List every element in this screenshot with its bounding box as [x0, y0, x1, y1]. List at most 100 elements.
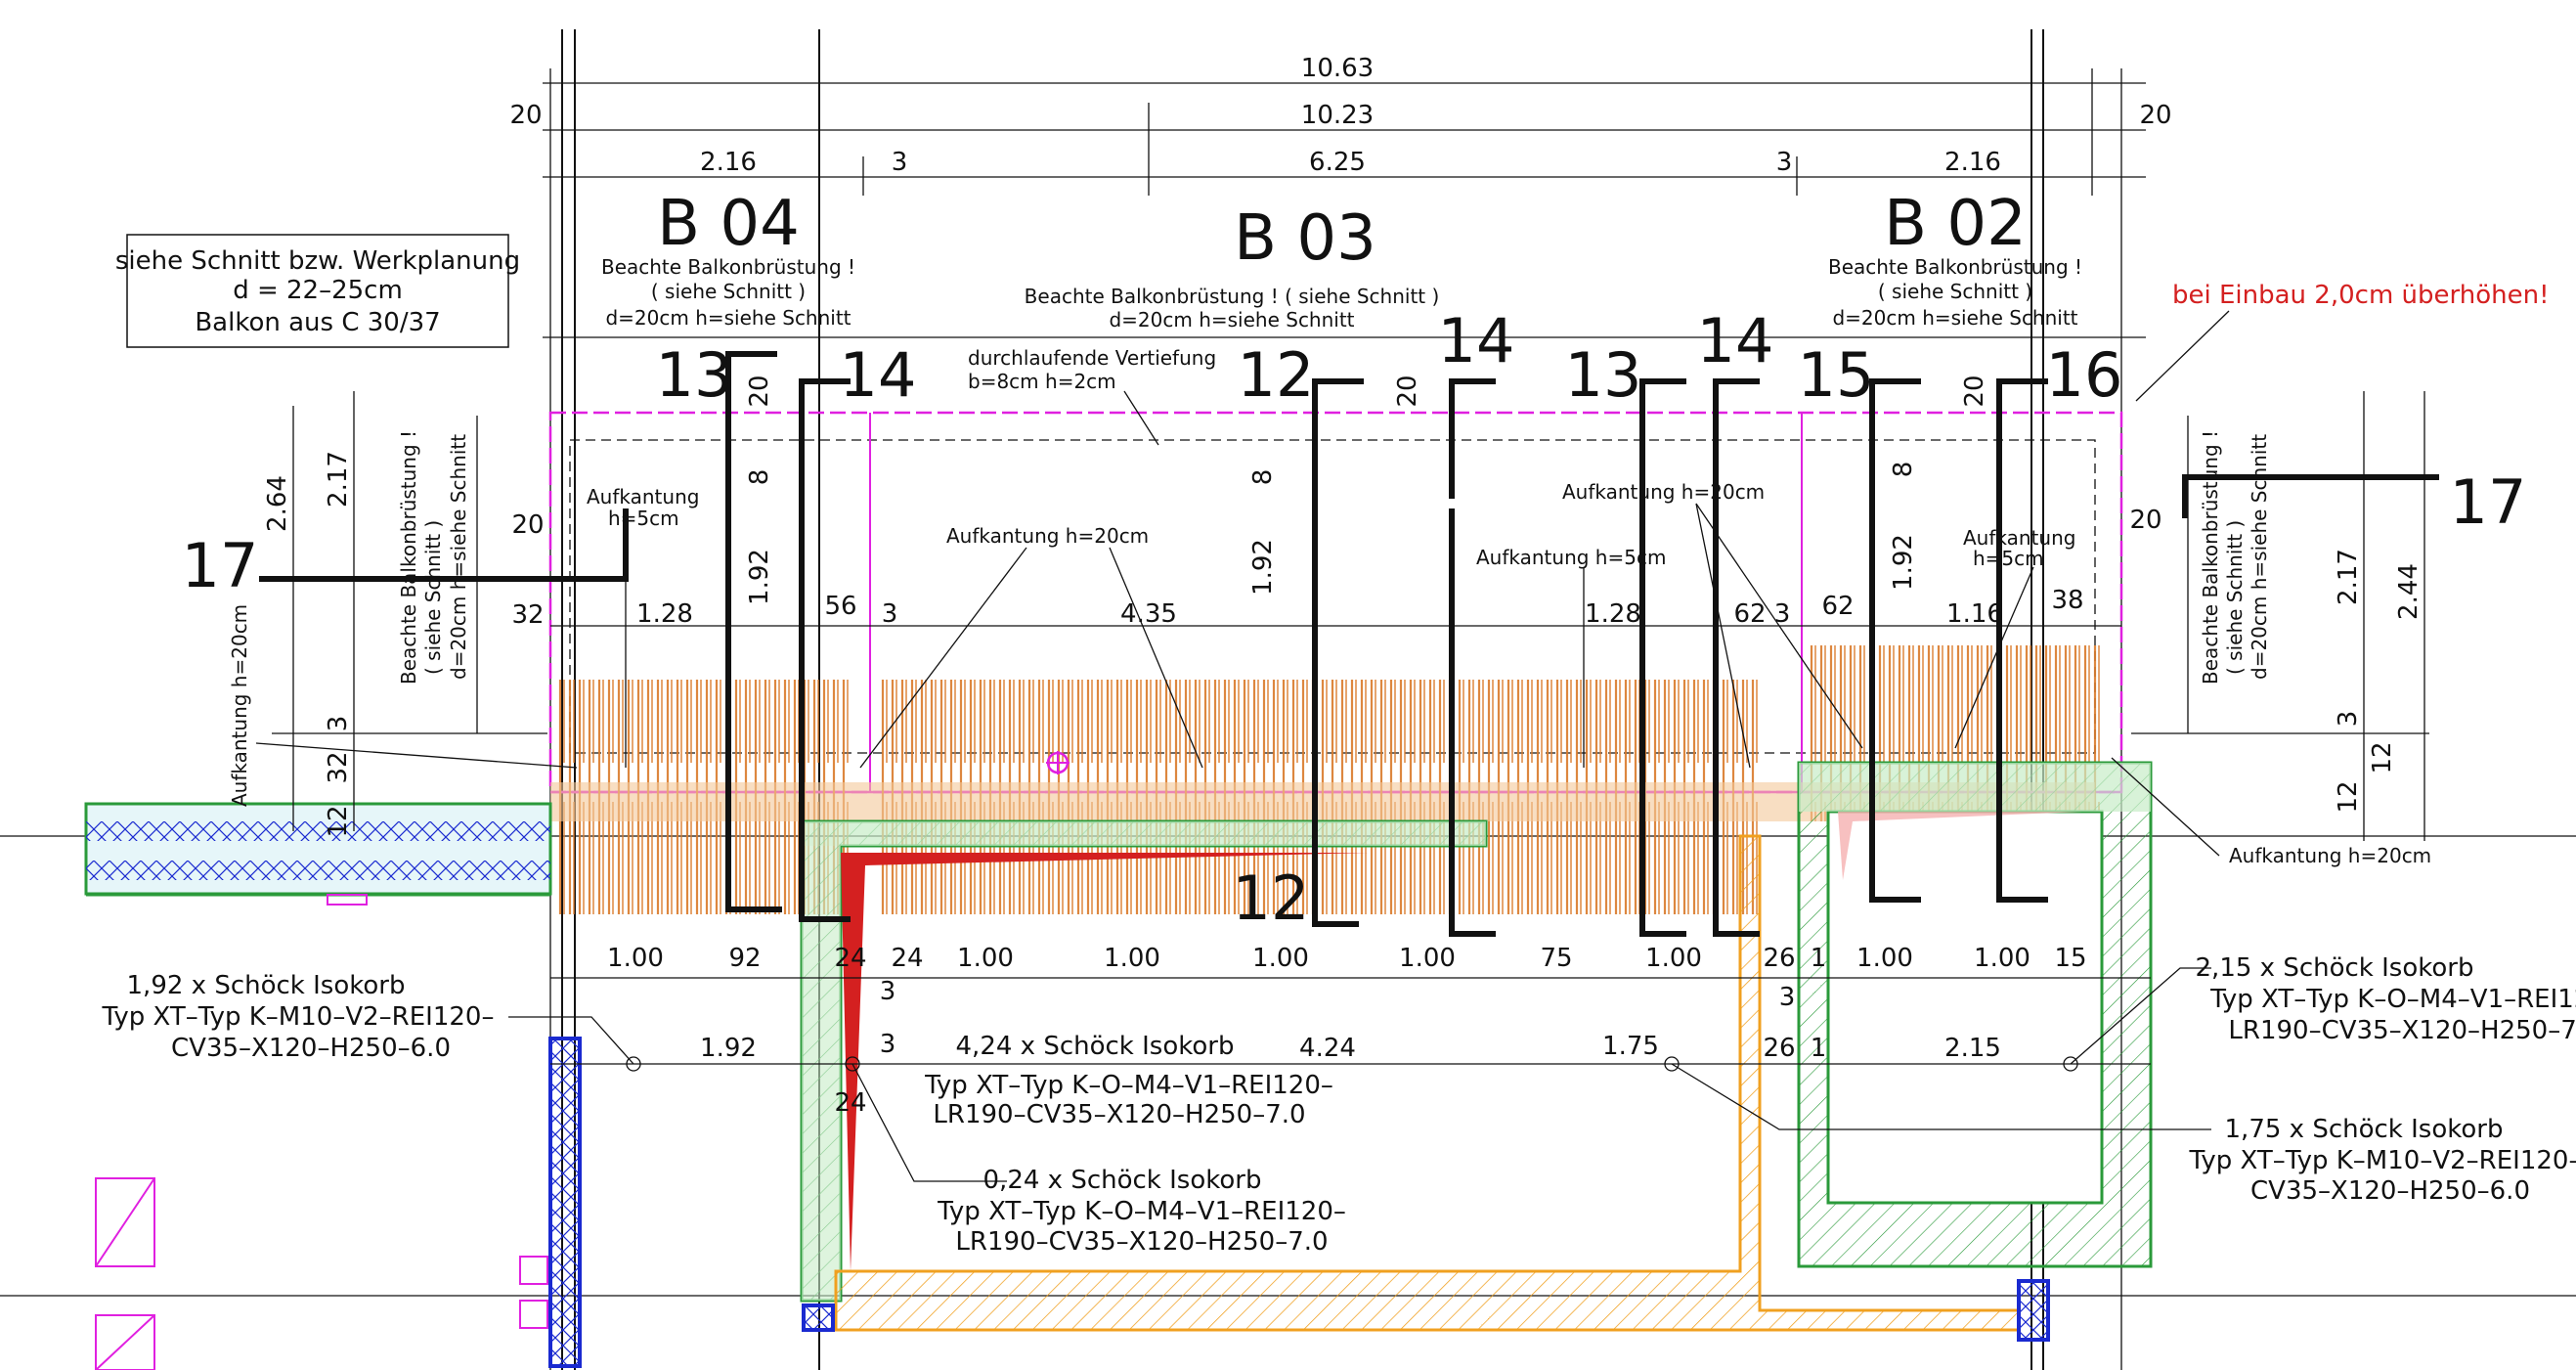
warning-leader [2135, 310, 2230, 402]
row1-dim: 26 [1763, 944, 1795, 973]
b04-note-3: d=20cm h=siehe Schnitt [605, 306, 851, 330]
b03-note-3: d=20cm h=siehe Schnitt [1109, 308, 1354, 331]
section-16: 16 [2046, 339, 2123, 411]
dim-seg-b04: 2.16 [700, 148, 757, 177]
upstand-label-right: Aufkantung h=20cm [1562, 480, 1765, 504]
balcony-title-b02: B 02 [1884, 188, 2027, 260]
vertical-dim-lines [272, 391, 2429, 841]
dim-left-217: 2.17 [324, 451, 353, 508]
dim-row2-175: 1.75 [1602, 1032, 1659, 1061]
dim-right-244: 2.44 [2394, 563, 2423, 620]
parapet-right-line-2: ( siehe Schnitt ) [2223, 520, 2247, 675]
info-box [126, 234, 509, 348]
recess-leader [1123, 390, 1159, 446]
dim-inner-62a: 62 [1733, 599, 1766, 629]
dim-left-32a: 32 [511, 600, 544, 630]
section-12-bottom: 12 [1233, 862, 1310, 934]
dim-edge-left: 20 [509, 101, 542, 130]
upstand-label-1a: Aufkantung [587, 485, 699, 508]
section-14-left: 14 [840, 339, 917, 411]
dim-right-12a: 12 [2368, 741, 2397, 773]
isokorb-e-line-2: Typ XT–Typ K–M10–V2–REI120– [2189, 1146, 2576, 1175]
b04-note-1: Beachte Balkonbrüstung ! [601, 255, 855, 279]
slab-walls [800, 761, 2153, 1303]
dim-v192-a: 1.92 [745, 549, 774, 605]
row1-dim: 75 [1540, 944, 1572, 973]
isokorb-c-line-1: 0,24 x Schöck Isokorb [983, 1166, 1262, 1195]
row1-dim: 92 [728, 944, 761, 973]
row1-dim: 24 [891, 944, 923, 973]
isokorb-a-line-2: Typ XT–Typ K–M10–V2–REI120– [102, 1002, 495, 1032]
dim-v192-b: 1.92 [1248, 539, 1278, 596]
isokorb-c-line-2: Typ XT–Typ K–O–M4–V1–REI120– [937, 1197, 1346, 1226]
dim-inner-62b: 62 [1821, 592, 1854, 621]
row1-dim: 1.00 [1104, 944, 1160, 973]
b04-note-2: ( siehe Schnitt ) [651, 280, 806, 303]
parapet-right-line-1: Beachte Balkonbrüstung ! [2199, 430, 2222, 685]
dim-overall-top: 10.63 [1301, 54, 1374, 83]
section-14-right: 14 [1697, 305, 1774, 376]
dim-row2-215: 2.15 [1944, 1034, 2001, 1063]
exterior-wall-left [84, 802, 552, 897]
row1-dim: 1.00 [1856, 944, 1913, 973]
isokorb-leaders [508, 967, 2211, 1182]
dim-seg-b03: 6.25 [1309, 148, 1366, 177]
b02-note-3: d=20cm h=siehe Schnitt [1832, 306, 2077, 330]
info-box-line-2: d = 22–25cm [233, 276, 403, 305]
dim-inner-435: 4.35 [1120, 599, 1177, 629]
isokorb-c-line-3: LR190–CV35–X120–H250–7.0 [955, 1227, 1328, 1257]
isokorb-a-line-3: CV35–X120–H250–6.0 [171, 1034, 451, 1063]
isokorb-d-line-3: LR190–CV35–X120–H250–7.0 [2228, 1016, 2576, 1045]
upstand-label-bottom-right: Aufkantung h=20cm [2229, 844, 2431, 867]
dim-inner-38: 38 [2051, 586, 2083, 615]
dim-v8-c: 8 [1889, 462, 1918, 478]
dim-inner-3b: 3 [1774, 599, 1791, 629]
section-13-right: 13 [1565, 339, 1642, 411]
row1-dim: 1.00 [957, 944, 1014, 973]
upstand-label-h5-right-a: Aufkantung [1963, 526, 2075, 550]
yellow-wall [834, 834, 2021, 1332]
row1-dims: 1.00 92 24 24 1.00 1.00 1.00 1.00 75 1.0… [607, 944, 2086, 973]
isokorb-e-line-3: CV35–X120–H250–6.0 [2250, 1176, 2530, 1206]
dim-inner-116: 1.16 [1946, 599, 2003, 629]
dim-seg-gap-left: 3 [892, 148, 908, 177]
section-15: 15 [1798, 339, 1875, 411]
magenta-symbols [95, 751, 1070, 1370]
isokorb-d-line-1: 2,15 x Schöck Isokorb [2196, 953, 2474, 983]
section-17-left: 17 [182, 530, 259, 601]
b02-note-1: Beachte Balkonbrüstung ! [1828, 255, 2082, 279]
dim-row2-3e: 3 [1779, 983, 1796, 1012]
blue-columns [548, 1037, 2050, 1368]
row1-dim: 1.00 [1399, 944, 1456, 973]
section-marks [259, 351, 2439, 937]
info-box-line-3: Balkon aus C 30/37 [195, 308, 440, 337]
row1-dim: 1.00 [1252, 944, 1309, 973]
dim-inner-56: 56 [824, 592, 856, 621]
dim-seg-b02: 2.16 [1944, 148, 2001, 177]
dim-right-12b: 12 [2334, 780, 2363, 813]
row1-dim: 24 [834, 944, 866, 973]
upstand-label-h5-mid: Aufkantung h=5cm [1476, 546, 1666, 569]
recess-note-line-1: durchlaufende Vertiefung [968, 346, 1216, 370]
dim-v20-a: 20 [745, 375, 774, 407]
dim-v8-a: 8 [745, 469, 774, 486]
upstand-label-vertical: Aufkantung h=20cm [228, 604, 251, 807]
section-17-right: 17 [2450, 466, 2527, 538]
isokorb-e-line-1: 1,75 x Schöck Isokorb [2225, 1115, 2504, 1144]
top-dimension-chains [543, 68, 2146, 338]
upstand-label-mid: Aufkantung h=20cm [946, 524, 1149, 548]
dim-row2-192: 1.92 [700, 1034, 757, 1063]
dim-row2-3c: 3 [880, 1030, 896, 1059]
isokorb-b-line-2: Typ XT–Typ K–O–M4–V1–REI120– [924, 1071, 1333, 1100]
b03-note-1: Beachte Balkonbrüstung ! ( siehe Schnitt… [1025, 285, 1440, 308]
dim-row2-24: 24 [834, 1088, 866, 1118]
dim-right-20: 20 [2129, 506, 2161, 535]
isokorb-a-line-1: 1,92 x Schöck Isokorb [127, 971, 406, 1000]
dim-inner-128a: 1.28 [636, 599, 693, 629]
upstand-label-h5-right-b: h=5cm [1973, 547, 2044, 570]
isokorb-b-line-3: LR190–CV35–X120–H250–7.0 [933, 1100, 1305, 1129]
dim-v20-c: 20 [1960, 375, 1989, 407]
parapet-left-line-3: d=20cm h=siehe Schnitt [447, 434, 470, 680]
dim-inner-128b: 1.28 [1585, 599, 1641, 629]
